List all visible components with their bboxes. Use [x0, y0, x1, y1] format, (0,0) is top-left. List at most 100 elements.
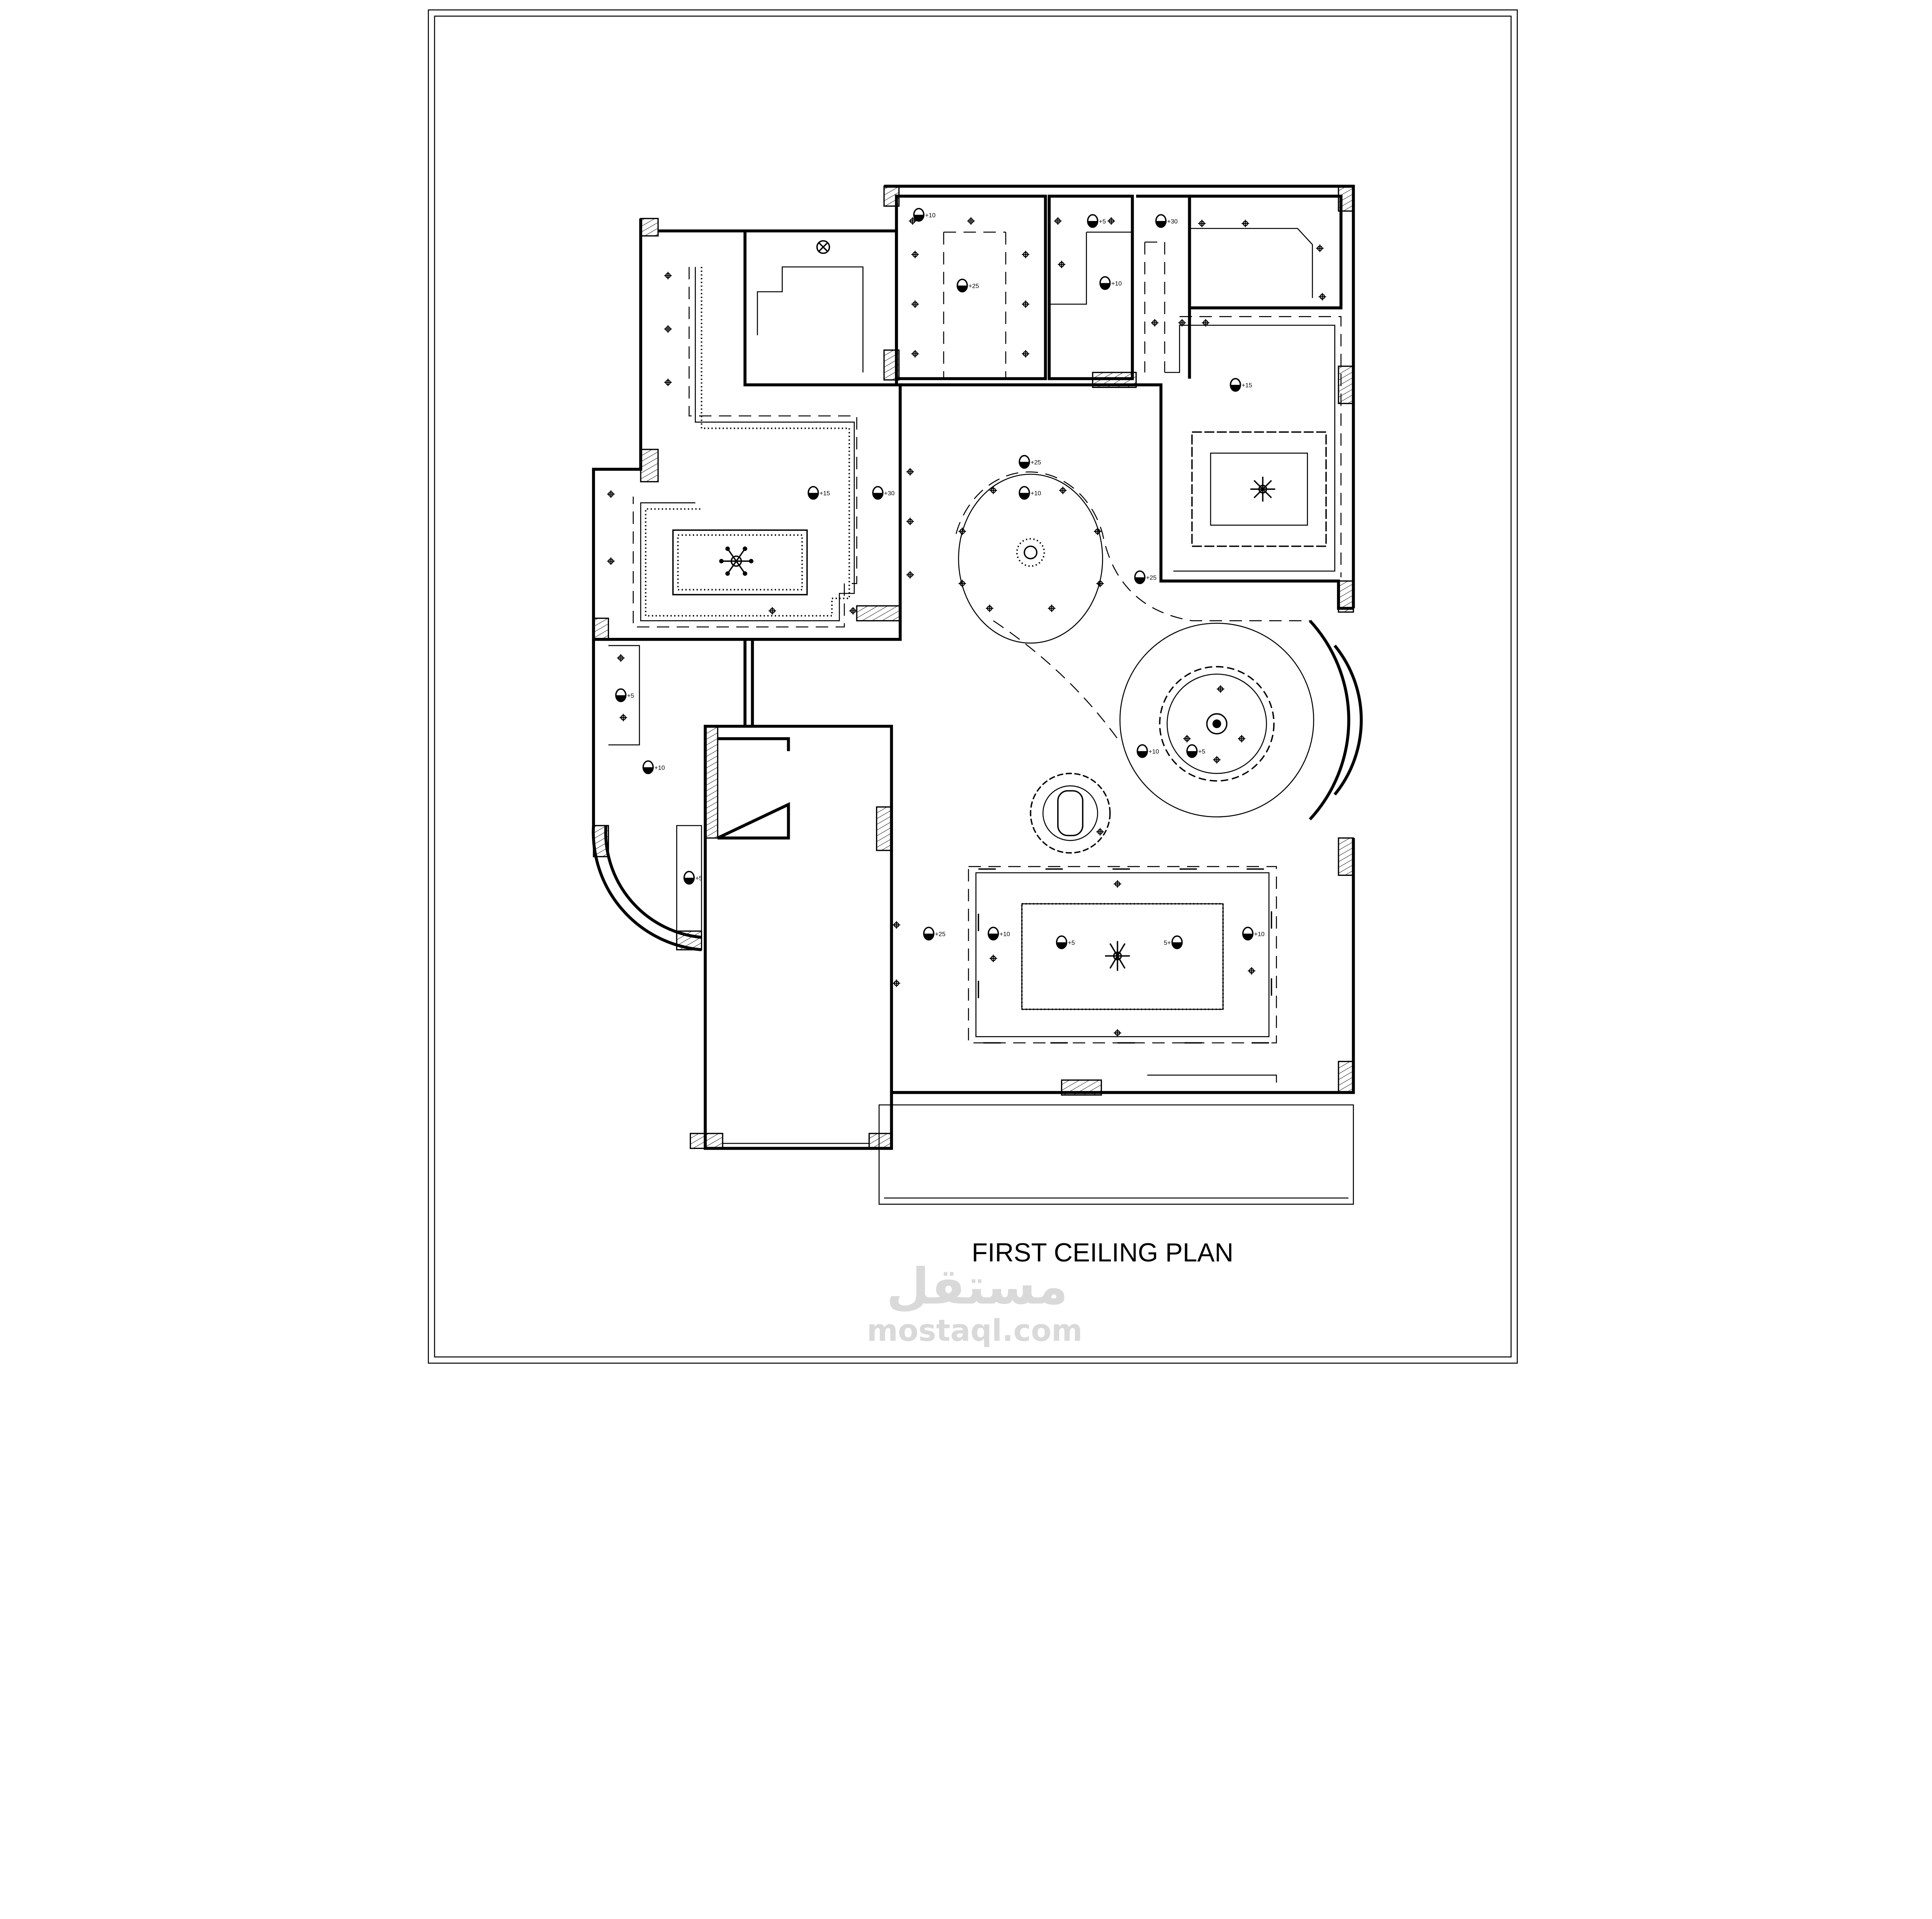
spotlight-icon: [1248, 967, 1255, 975]
downlight-fill: [1019, 462, 1029, 468]
spotlight-icon: [1022, 300, 1029, 308]
spotlight-icon: [986, 604, 993, 612]
spotlight-icon: [769, 607, 776, 615]
watermark-latin: mostaql.com: [867, 1313, 1082, 1348]
light-fixture: +15: [1230, 378, 1252, 392]
downlight-fill: [1135, 577, 1145, 584]
light-height-label: +10: [1254, 931, 1265, 938]
light-height-label: +25: [968, 283, 979, 290]
downlight-fill: [643, 767, 653, 773]
light-fixture: +30: [872, 486, 895, 500]
downlight-fill: [1087, 221, 1098, 228]
drawing-title: FIRST CEILING PLAN: [972, 1238, 1233, 1267]
spotlight-icon: [1316, 245, 1324, 252]
light-fixture: +10: [1099, 276, 1122, 290]
spotlight-icon: [1094, 527, 1102, 535]
spotlight-icon: [1318, 293, 1326, 301]
spotlight-icon: [911, 251, 919, 258]
walls: [592, 185, 1363, 1205]
spotlight-icon: [1114, 880, 1121, 888]
light-height-label: +25: [935, 931, 946, 938]
light-height-label: +30: [1167, 218, 1178, 225]
downlight-fill: [923, 933, 934, 940]
light-height-label: +5: [1099, 218, 1106, 225]
light-height-label: 5+: [1164, 939, 1171, 946]
light-height-label: +10: [1111, 280, 1122, 287]
light-fixture: +25: [956, 279, 979, 292]
spotlight-icon: [1242, 219, 1249, 228]
spotlight-icon: [1114, 1029, 1121, 1037]
spotlight-icon: [1198, 219, 1206, 228]
spotlight-icon: [958, 527, 966, 535]
chandelier-icon: [719, 546, 753, 576]
downlight-fill: [988, 933, 998, 940]
light-height-label: +10: [925, 212, 935, 219]
downlight-fill: [872, 493, 883, 499]
downlight-fill: [1187, 751, 1197, 758]
downlight-fill: [808, 493, 818, 499]
spotlights: [607, 217, 1326, 1037]
light-fixture: +25: [1019, 455, 1041, 469]
spotlight-icon: [958, 580, 966, 587]
light-height-label: +10: [654, 764, 665, 771]
light-height-label: +25: [1146, 575, 1156, 581]
exhaust-fan-icon: [816, 240, 830, 254]
light-fixture: +30: [1155, 214, 1178, 228]
spotlight-icon: [1238, 735, 1246, 743]
spotlight-icon: [906, 571, 914, 579]
light-height-label: +5: [1068, 939, 1075, 946]
spotlight-icon: [1151, 319, 1159, 327]
spotlight-icon: [1058, 260, 1066, 269]
columns: [593, 185, 1354, 1149]
ornament-panel-left: [672, 529, 808, 595]
spotlight-icon: [1048, 604, 1056, 612]
spotlight-icon: [849, 607, 857, 615]
light-fixture: +25: [923, 926, 946, 941]
light-height-label: +10: [1000, 931, 1010, 938]
downlight-fill: [957, 286, 968, 292]
watermark-arabic: مستقل: [886, 1258, 1068, 1316]
downlight-icon: [642, 760, 654, 774]
downlight-fill: [1056, 942, 1067, 949]
ceiling-coves: [608, 228, 1342, 1044]
chandelier-icon: [1250, 476, 1276, 502]
downlight-icon: [1186, 744, 1198, 758]
spotlight-icon: [1183, 735, 1191, 743]
downlight-icon: [615, 688, 627, 702]
downlight-fill: [1172, 942, 1182, 949]
spotlight-icon: [1022, 350, 1029, 358]
light-height-label: +15: [820, 490, 830, 497]
downlight-fill: [1100, 283, 1110, 289]
spotlight-icon: [893, 921, 900, 929]
downlight-fill: [1230, 385, 1241, 391]
spotlight-icon: [911, 300, 919, 308]
spotlight-icon: [1217, 685, 1225, 693]
spotlight-icon: [1178, 319, 1186, 327]
spotlight-icon: [664, 379, 672, 386]
spotlight-icon: [911, 350, 919, 358]
downlight-fill: [914, 214, 924, 221]
light-fixture: +5: [1087, 214, 1106, 228]
light-height-label: +10: [1031, 490, 1041, 497]
spotlight-icon: [990, 486, 997, 494]
light-height-label: +5: [1198, 748, 1205, 755]
spotlight-icon: [617, 654, 625, 662]
light-height-label: +10: [1148, 748, 1159, 755]
spotlight-icon: [909, 217, 917, 225]
spotlight-icon: [664, 272, 672, 280]
spotlight-icon: [1202, 319, 1209, 327]
spotlight-icon: [607, 490, 615, 498]
light-fixture: +5: [1186, 744, 1205, 758]
ornament-panel-hall: [978, 868, 1272, 1044]
downlight-fill: [1019, 493, 1029, 499]
downlight-icon: [1136, 744, 1148, 758]
spotlight-icon: [619, 714, 627, 721]
light-fixture: +10: [988, 926, 1010, 941]
spotlight-icon: [906, 468, 914, 476]
chandelier-icon: [1206, 713, 1228, 734]
ornament-panel-round: [1119, 622, 1315, 818]
spotlight-icon: [1054, 217, 1062, 225]
ornament-panel-small-round: [1030, 773, 1111, 854]
light-height-label: +15: [1242, 382, 1252, 389]
spotlight-icon: [1022, 251, 1029, 258]
